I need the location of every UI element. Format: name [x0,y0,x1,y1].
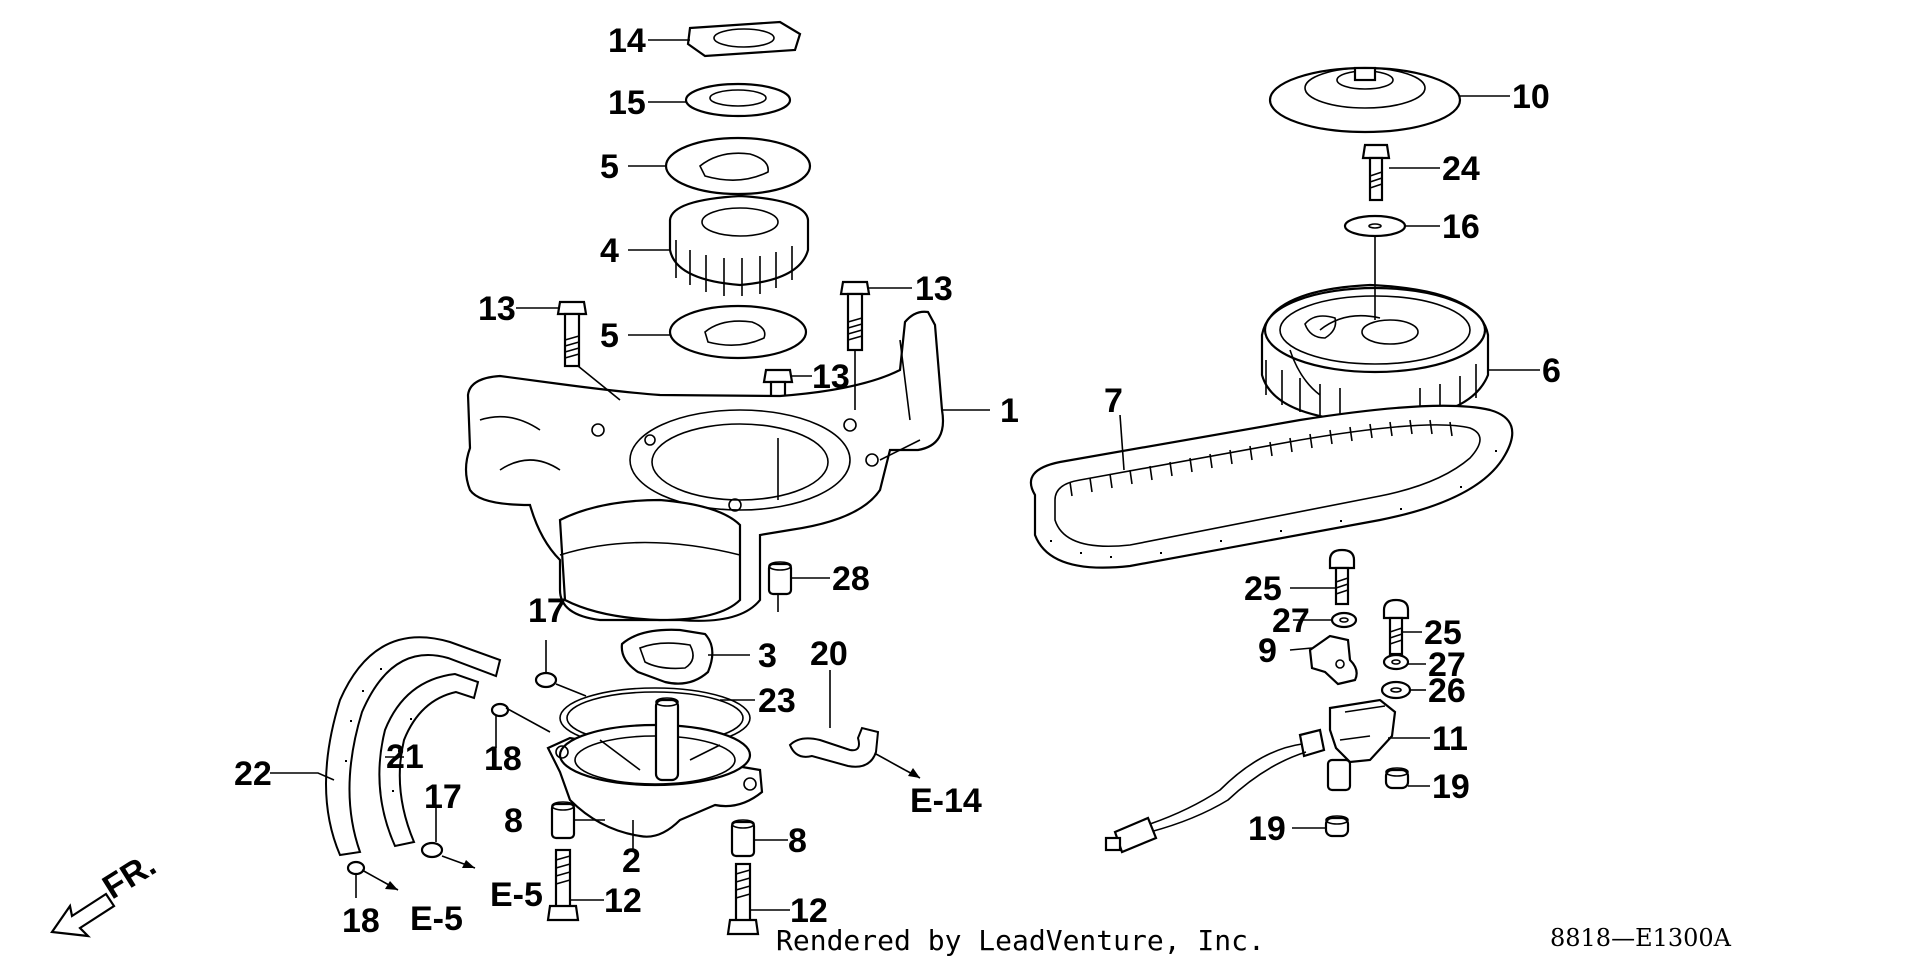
callout-17-lower: 17 [424,778,462,816]
callout-16: 16 [1442,208,1480,246]
callout-3: 3 [758,637,777,675]
callout-13-left: 13 [478,290,516,328]
callout-13-center: 13 [812,358,850,396]
reference-arrows [385,768,921,890]
part-18-clip-upper[interactable] [490,702,510,718]
callout-17-upper: 17 [528,592,566,630]
part-27-washer-right[interactable] [1382,653,1410,671]
callout-19-lower: 19 [1248,810,1286,848]
rendered-by-credit: Rendered by LeadVenture, Inc. [776,924,1265,957]
callout-14: 14 [608,22,646,60]
part-12-bolt-right[interactable] [726,862,760,936]
part-13-bolt-right[interactable] [839,280,871,352]
callout-10: 10 [1512,78,1550,116]
part-5-upper-plate[interactable] [664,136,812,196]
callout-12-left: 12 [604,882,642,920]
part-17-clip-upper[interactable] [534,671,558,689]
callout-27-right: 27 [1428,646,1466,684]
part-19-grommet-right[interactable] [1384,767,1410,790]
part-2-pump-housing[interactable] [546,697,764,838]
callout-20: 20 [810,635,848,673]
callout-28: 28 [832,560,870,598]
part-21-hose[interactable] [378,672,480,848]
callout-22: 22 [234,755,272,793]
part-10-pulley-cover[interactable] [1268,66,1462,134]
callout-9: 9 [1258,632,1277,670]
callout-26: 26 [1428,672,1466,710]
diagram-code: 8818—E1300A [1550,924,1732,952]
part-26-washer[interactable] [1380,680,1412,700]
part-28-dowel[interactable] [767,561,793,596]
callout-25-right: 25 [1424,614,1462,652]
callout-13-right: 13 [915,270,953,308]
part-19-grommet-lower[interactable] [1324,815,1350,838]
part-25-bolt-left[interactable] [1328,548,1356,606]
callout-15: 15 [608,84,646,122]
part-8-dowel-left[interactable] [550,801,576,840]
reference-e-14: E-14 [910,782,982,820]
part-11-pulse-sensor[interactable] [1104,698,1397,854]
callout-4: 4 [600,232,619,270]
part-18-clip-lower[interactable] [346,860,366,876]
reference-e-5-left: E-5 [410,900,463,938]
part-25-bolt-right[interactable] [1382,598,1410,656]
part-13-bolt-left[interactable] [556,300,588,368]
callout-11: 11 [1432,720,1468,758]
part-7-timing-belt[interactable] [1029,404,1514,569]
part-20-elbow-hose[interactable] [788,726,880,768]
callout-25-left: 25 [1244,570,1282,608]
callout-18-lower: 18 [342,902,380,940]
callout-19-right: 19 [1432,768,1470,806]
callout-24: 24 [1442,150,1480,188]
part-17-clip-lower[interactable] [420,841,444,859]
part-6-driven-pulley[interactable] [1260,283,1490,424]
callout-8-left: 8 [504,802,523,840]
callout-8-right: 8 [788,822,807,860]
part-3-gasket[interactable] [620,628,714,685]
callout-7: 7 [1104,382,1123,420]
reference-e-5-right: E-5 [490,876,543,914]
part-12-bolt-left[interactable] [546,848,580,922]
callout-1: 1 [1000,392,1019,430]
reference-labels: E-14 E-5 E-5 [410,782,982,938]
part-9-bracket[interactable] [1308,634,1358,686]
callout-18-upper: 18 [484,740,522,778]
callout-12-right: 12 [790,892,828,930]
callout-27-left: 27 [1272,602,1310,640]
part-15-washer[interactable] [684,82,792,118]
part-22-hose[interactable] [325,636,502,857]
callout-2: 2 [622,842,641,880]
callout-labels: 14 15 5 4 5 13 13 13 1 28 3 23 20 17 18 … [234,22,1561,940]
part-8-dowel-right[interactable] [730,819,756,858]
part-1-housing[interactable] [464,310,945,622]
part-5-lower-plate[interactable] [668,304,808,360]
part-14-lock-nut[interactable] [686,20,802,58]
callout-5-lower: 5 [600,317,619,355]
callout-23: 23 [758,682,796,720]
callout-5-upper: 5 [600,148,619,186]
part-4-timing-gear[interactable] [668,194,810,296]
part-16-washer[interactable] [1343,214,1407,238]
front-direction-arrow: FR. [50,846,163,938]
callout-21: 21 [386,738,424,776]
callout-6: 6 [1542,352,1561,390]
part-24-bolt[interactable] [1361,143,1391,202]
part-27-washer-left[interactable] [1330,611,1358,629]
